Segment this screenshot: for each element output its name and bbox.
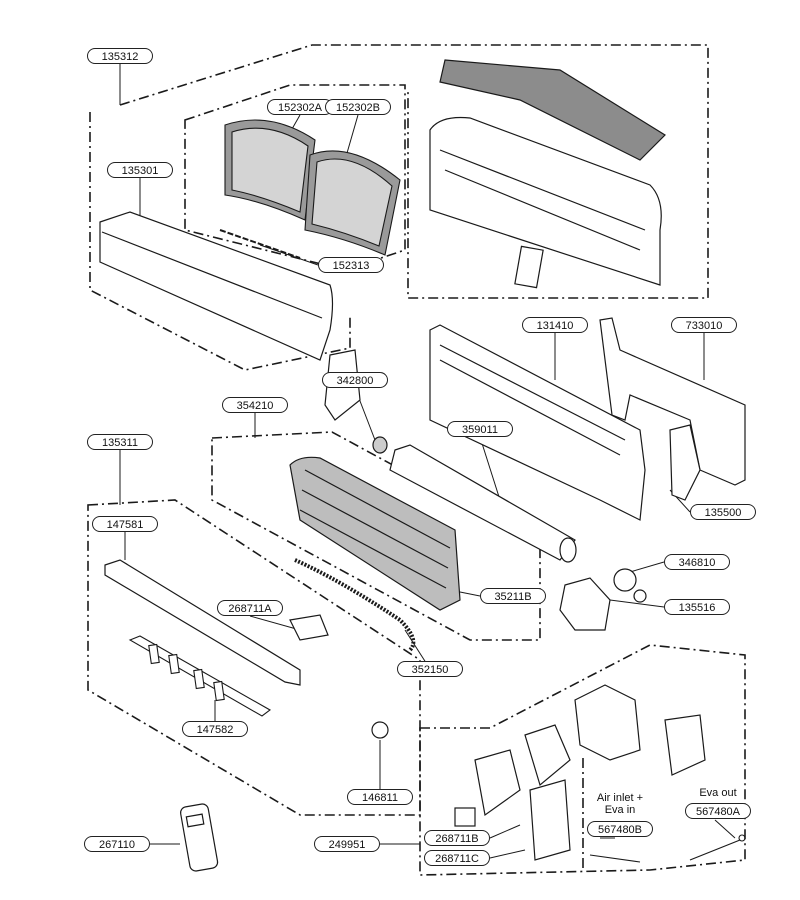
- front-panel-part: [99, 211, 334, 361]
- group-boundary-354210: [211, 431, 541, 641]
- label-342800[interactable]: 342800: [322, 372, 388, 388]
- note-air-inlet-line1: Air inlet +: [596, 792, 644, 804]
- label-267110[interactable]: 267110: [84, 836, 150, 852]
- label-135312[interactable]: 135312: [87, 48, 153, 64]
- motor-cover-135516: [559, 577, 611, 631]
- group-boundary-135311: [87, 499, 421, 816]
- note-air-inlet-line2: Eva in: [604, 804, 636, 816]
- filter-frame-152313: [219, 229, 301, 259]
- sensor-part-right: [664, 714, 706, 776]
- cross-flow-fan-359011: [389, 444, 577, 563]
- remote-controller-267110: [180, 803, 219, 872]
- label-354210[interactable]: 354210: [222, 397, 288, 413]
- label-135301[interactable]: 135301: [107, 162, 173, 178]
- stepping-motor-268711A: [289, 614, 329, 641]
- label-268711B[interactable]: 268711B: [424, 830, 490, 846]
- group-boundary-135312: [89, 44, 709, 371]
- label-249951[interactable]: 249951: [314, 836, 380, 852]
- note-air-inlet: Air inlet + Eva in: [590, 792, 650, 816]
- bearing-342800: [372, 436, 388, 454]
- label-733010[interactable]: 733010: [671, 317, 737, 333]
- label-146811[interactable]: 146811: [347, 789, 413, 805]
- label-152302A[interactable]: 152302A: [267, 99, 333, 115]
- label-131410[interactable]: 131410: [522, 317, 588, 333]
- label-147582[interactable]: 147582: [182, 721, 248, 737]
- discharge-grille-147581: [104, 559, 301, 686]
- air-filter-152302B: [304, 150, 401, 256]
- chassis-assembly: [429, 59, 666, 289]
- motor-part-146811: [371, 721, 389, 739]
- control-box-249951: [454, 684, 641, 861]
- label-152302B[interactable]: 152302B: [325, 99, 391, 115]
- label-152313[interactable]: 152313: [318, 257, 384, 273]
- label-268711A[interactable]: 268711A: [217, 600, 283, 616]
- label-147581[interactable]: 147581: [92, 516, 158, 532]
- label-352150[interactable]: 352150: [397, 661, 463, 677]
- label-359011[interactable]: 359011: [447, 421, 513, 437]
- label-135516[interactable]: 135516: [664, 599, 730, 615]
- label-567480B[interactable]: 567480B: [587, 821, 653, 837]
- label-268711C[interactable]: 268711C: [424, 850, 490, 866]
- label-135311[interactable]: 135311: [87, 434, 153, 450]
- label-346810[interactable]: 346810: [664, 554, 730, 570]
- side-bracket-135500: [669, 424, 701, 501]
- evaporator-coil-354210: [289, 456, 461, 611]
- air-filter-152302A: [224, 119, 316, 221]
- label-567480A[interactable]: 567480A: [685, 803, 751, 819]
- note-eva-out: Eva out: [699, 787, 737, 799]
- mounting-plate-733010: [599, 317, 746, 486]
- fan-motor-346810: [613, 568, 647, 603]
- label-35211B[interactable]: 35211B: [480, 588, 546, 604]
- vane-assembly-147582: [128, 635, 272, 717]
- sensor-wires: [589, 834, 746, 863]
- label-135500[interactable]: 135500: [690, 504, 756, 520]
- group-boundary-249951: [419, 644, 746, 876]
- drain-hose-352150: [294, 558, 416, 652]
